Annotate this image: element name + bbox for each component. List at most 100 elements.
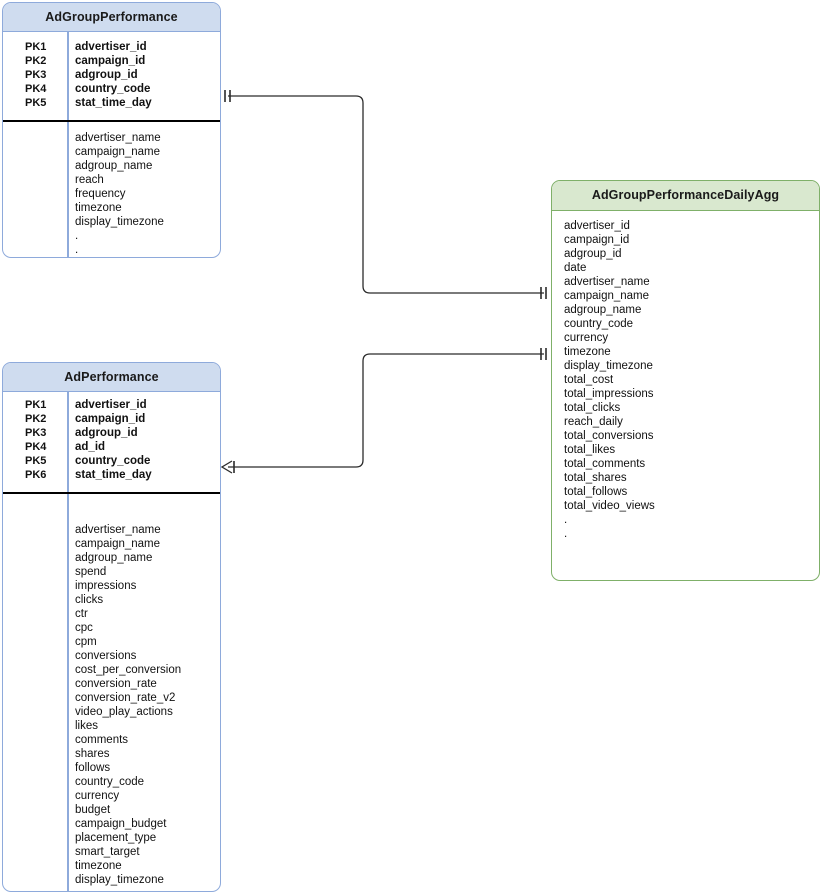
- attribute-name: currency: [564, 332, 609, 344]
- field-name: advertiser_id: [75, 399, 147, 411]
- attribute-name: likes: [75, 720, 99, 732]
- attribute-row: follows: [3, 761, 220, 775]
- field-row: PK2 campaign_id: [3, 54, 220, 68]
- attribute-row: conversions: [3, 649, 220, 663]
- attribute-name: smart_target: [75, 846, 140, 858]
- attribute-row: spend: [3, 565, 220, 579]
- field-key-label: PK1: [25, 41, 47, 53]
- attribute-name: advertiser_name: [75, 132, 161, 144]
- attribute-row: smart_target: [3, 845, 220, 859]
- field-row: PK3 adgroup_id: [3, 426, 220, 440]
- attribute-name: cpm: [75, 636, 97, 648]
- attribute-name: conversion_rate: [75, 678, 157, 690]
- attribute-name: total_clicks: [564, 402, 621, 414]
- field-key-label: PK6: [25, 469, 47, 481]
- field-key-label: PK3: [25, 427, 47, 439]
- attribute-row: total_conversions: [552, 429, 819, 443]
- field-name: stat_time_day: [75, 97, 152, 109]
- attribute-ellipsis: .: [75, 887, 78, 891]
- attribute-row: timezone: [552, 345, 819, 359]
- entity-adgroupperformancedailyagg-attributes: advertiser_id campaign_id adgroup_id dat…: [552, 219, 819, 541]
- field-key-label: PK2: [25, 413, 47, 425]
- attribute-name: follows: [75, 762, 111, 774]
- field-name: country_code: [75, 83, 151, 95]
- attribute-row: advertiser_name: [552, 275, 819, 289]
- field-row: PK6 stat_time_day: [3, 468, 220, 482]
- attribute-name: total_conversions: [564, 430, 654, 442]
- attribute-name: display_timezone: [564, 360, 653, 372]
- key-attribute-separator: [3, 120, 220, 122]
- pk-column-divider: [67, 32, 69, 257]
- relationship-line: [228, 353, 544, 468]
- attribute-row: video_play_actions: [3, 705, 220, 719]
- attribute-row: advertiser_name: [3, 523, 220, 537]
- attribute-ellipsis: .: [564, 528, 568, 540]
- attribute-row: placement_type: [3, 831, 220, 845]
- field-row: PK4 country_code: [3, 82, 220, 96]
- field-key-label: PK5: [25, 97, 47, 109]
- field-key-label: PK1: [25, 399, 47, 411]
- entity-adgroupperformancedailyagg[interactable]: AdGroupPerformanceDailyAgg advertiser_id…: [551, 180, 820, 581]
- attribute-row: conversion_rate: [3, 677, 220, 691]
- attribute-name: comments: [75, 734, 129, 746]
- attribute-row: total_follows: [552, 485, 819, 499]
- attribute-row: country_code: [552, 317, 819, 331]
- field-key-label: PK4: [25, 441, 47, 453]
- attribute-row: impressions: [3, 579, 220, 593]
- attribute-row: advertiser_name: [3, 131, 220, 145]
- attribute-name: total_video_views: [564, 500, 655, 512]
- attribute-row: cpm: [3, 635, 220, 649]
- attribute-name: adgroup_name: [75, 552, 153, 564]
- field-name: country_code: [75, 455, 151, 467]
- attribute-row: timezone: [3, 201, 220, 215]
- field-name: stat_time_day: [75, 469, 152, 481]
- attribute-name: total_cost: [564, 374, 614, 386]
- attribute-row: adgroup_name: [3, 551, 220, 565]
- field-row: PK5 country_code: [3, 454, 220, 468]
- entity-adperformance-title: AdPerformance: [3, 363, 220, 392]
- entity-adperformance-body: PK1 advertiser_id PK2 campaign_id PK3 ad…: [3, 392, 220, 891]
- attribute-ellipsis: .: [564, 514, 568, 526]
- attribute-row: adgroup_name: [3, 159, 220, 173]
- attribute-row: campaign_name: [3, 537, 220, 551]
- attribute-name: video_play_actions: [75, 706, 173, 718]
- field-name: adgroup_id: [75, 427, 138, 439]
- field-row: PK2 campaign_id: [3, 412, 220, 426]
- attribute-row: advertiser_id: [552, 219, 819, 233]
- attribute-name: budget: [75, 804, 111, 816]
- attribute-name: ctr: [75, 608, 88, 620]
- field-name: advertiser_id: [75, 41, 147, 53]
- attribute-name: cpc: [75, 622, 93, 634]
- field-row: PK3 adgroup_id: [3, 68, 220, 82]
- attribute-row: adgroup_id: [552, 247, 819, 261]
- entity-adgroupperformance[interactable]: AdGroupPerformance PK1 advertiser_id PK2…: [2, 2, 221, 258]
- relationship-adgroup-to-agg[interactable]: [224, 90, 547, 299]
- field-key-label: PK5: [25, 455, 47, 467]
- attribute-row: .: [3, 887, 220, 891]
- attribute-row: campaign_budget: [3, 817, 220, 831]
- attribute-name: campaign_name: [75, 146, 161, 158]
- attribute-name: date: [564, 262, 587, 274]
- relationship-ad-to-agg[interactable]: [220, 348, 547, 474]
- relationship-line: [228, 95, 544, 294]
- attribute-ellipsis: .: [75, 244, 79, 256]
- attribute-name: campaign_name: [75, 538, 161, 550]
- entity-adgroupperformance-attributes: advertiser_name campaign_name adgroup_na…: [3, 131, 220, 257]
- attribute-name: adgroup_name: [75, 160, 153, 172]
- attribute-name: frequency: [75, 188, 126, 200]
- entity-adperformance[interactable]: AdPerformance PK1 advertiser_id PK2 camp…: [2, 362, 221, 892]
- attribute-row: total_shares: [552, 471, 819, 485]
- field-name: ad_id: [75, 441, 106, 453]
- attribute-row: ctr: [3, 607, 220, 621]
- entity-adperformance-rows: PK1 advertiser_id PK2 campaign_id PK3 ad…: [3, 398, 220, 482]
- entity-adgroupperformance-title: AdGroupPerformance: [3, 3, 220, 32]
- attribute-name: campaign_budget: [75, 818, 167, 830]
- attribute-name: reach: [75, 174, 104, 186]
- attribute-row: total_comments: [552, 457, 819, 471]
- attribute-name: total_impressions: [564, 388, 654, 400]
- attribute-row: shares: [3, 747, 220, 761]
- field-row: PK4 ad_id: [3, 440, 220, 454]
- attribute-name: spend: [75, 566, 107, 578]
- entity-adperformance-attributes: advertiser_name campaign_name adgroup_na…: [3, 523, 220, 891]
- attribute-row: budget: [3, 803, 220, 817]
